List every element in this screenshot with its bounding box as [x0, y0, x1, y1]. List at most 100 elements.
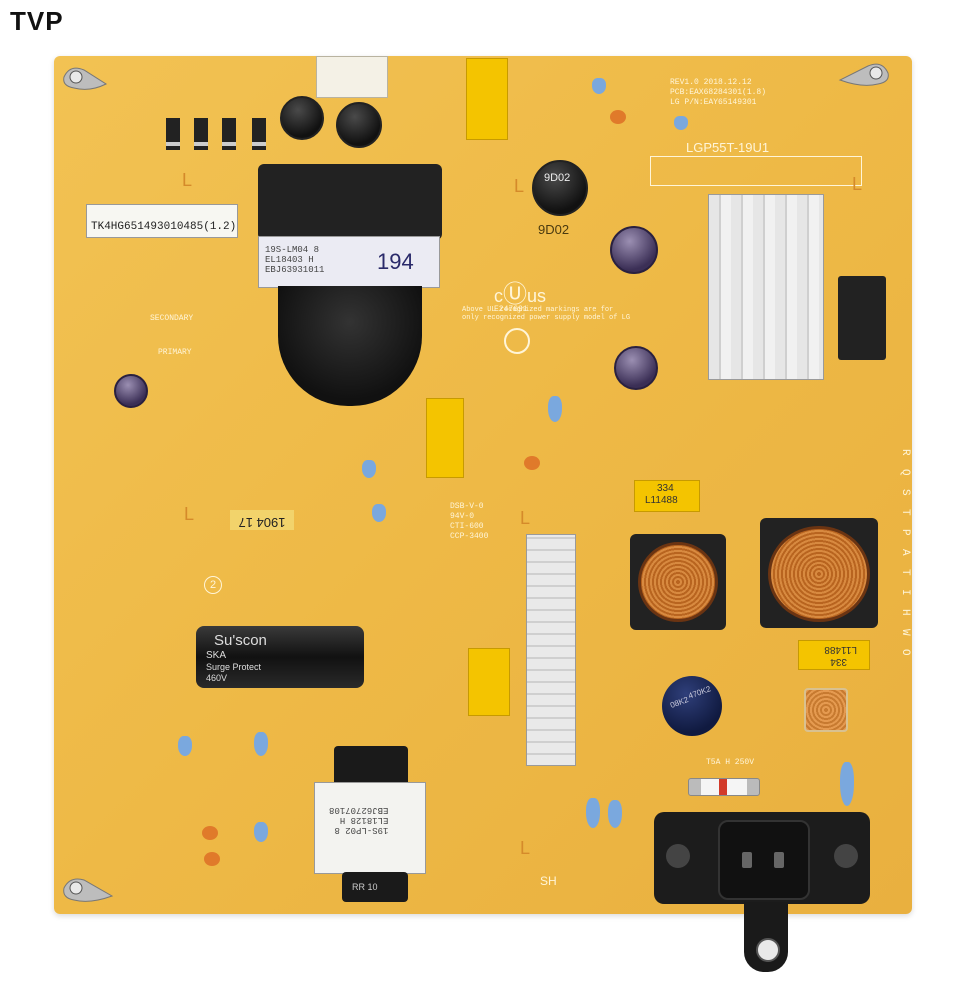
bulk-cap-series: SKA [206, 650, 227, 661]
ac-inlet-bracket [744, 902, 788, 972]
standby-transformer-label: 19S-LP02 8 EL18128 H EBJ62707108 [314, 782, 426, 874]
model-label: LGP55T-19U1 [686, 140, 770, 155]
blue-capacitor-5 [372, 504, 386, 522]
side-letter-3: S [899, 489, 911, 496]
ul-mark: cⓊus E247691 [494, 281, 547, 314]
inductor-9d02-text: 9D02 [544, 172, 571, 184]
ul-note: Above UL recognized markings are for onl… [462, 306, 630, 322]
rating-line-3: CTI-600 [450, 522, 484, 531]
side-letter-8: I [899, 589, 911, 596]
side-letter-7: T [899, 569, 911, 576]
blue-capacitor-1 [592, 78, 606, 94]
zone-primary-label: PRIMARY [158, 348, 192, 357]
blue-capacitor-7 [254, 732, 268, 756]
transformer-label: 19S-LM04 8 EL18403 H EBJ63931011 194 [258, 236, 440, 288]
heatsink-center [526, 534, 576, 766]
common-mode-choke-1 [630, 534, 726, 630]
mounting-hole-top-right [836, 58, 892, 88]
brand-watermark: TVP [10, 6, 64, 36]
rating-line-2: 94V-0 [450, 512, 475, 521]
l-mark-2: L [514, 176, 525, 196]
rating-line-4: CCP-3400 [450, 532, 489, 541]
common-mode-choke-2 [760, 518, 878, 628]
standby-transformer: 19S-LP02 8 EL18128 H EBJ62707108 RR 10 [314, 746, 428, 906]
x-capacitor-lower [468, 648, 510, 716]
diode-array-top-left [162, 104, 272, 164]
l-mark-6: L [520, 838, 531, 858]
x-cap-right-line-2: L11488 [645, 495, 678, 506]
mounting-hole-bottom-left [60, 872, 116, 904]
side-letter-column: R Q S T P A T I H W O [892, 448, 911, 668]
pcb-line: PCB:EAX68284301(1.8) [670, 88, 767, 97]
handwritten-code: 1904 17 [230, 510, 294, 530]
blue-capacitor-6 [178, 736, 192, 756]
l-mark-1: L [182, 170, 193, 190]
blue-capacitor-8 [586, 798, 600, 828]
standby-label-line-3: EBJ62707108 [329, 805, 389, 815]
side-letter-6: A [899, 549, 911, 556]
inductor-9d02 [532, 160, 588, 216]
side-letter-2: Q [899, 469, 911, 476]
side-letter-10: W [899, 629, 911, 636]
ul-note-line-1: Above UL recognized markings are for [462, 306, 614, 314]
fuse [688, 778, 760, 796]
rating-block: DSB-V-0 94V-0 CTI-600 CCP-3400 [450, 502, 488, 542]
bulk-cap-surge: Surge Protect [206, 662, 262, 672]
ul-note-line-2: only recognized power supply model of LG [462, 314, 631, 322]
revision-block: REV1.0 2018.12.12 PCB:EAX68284301(1.8) L… [670, 78, 766, 108]
bulk-cap-voltage: 460V [206, 673, 228, 683]
capacitor-purple-left [114, 374, 148, 408]
thermistor-line-1: 08K2 [669, 695, 690, 710]
blue-capacitor-4 [362, 460, 376, 478]
l-mark-5: L [520, 508, 531, 528]
x-capacitor-right: 334 L11488 [634, 480, 700, 512]
x-cap-right-lower-line-1: 334 [830, 656, 847, 667]
capacitor-purple-2 [614, 346, 658, 390]
x-cap-right-line-1: 334 [657, 483, 674, 494]
side-letter-4: T [899, 509, 911, 516]
l-mark-3: L [852, 174, 863, 194]
orange-capacitor-2 [524, 456, 540, 470]
x-cap-right-lower-line-2: L11488 [824, 644, 857, 655]
thermistor-line-2: 470K2 [687, 684, 712, 701]
transformer-label-line-3: EBJ63931011 [265, 265, 325, 275]
ul-file-number: E247691 [494, 305, 528, 314]
capacitor-top-2 [336, 102, 382, 148]
fuse-rating: T5A H 250V [706, 758, 755, 767]
capacitor-top-1 [280, 96, 324, 140]
bulk-cap-brand: Su'scon [214, 632, 267, 649]
sh-label: SH [540, 874, 557, 888]
standby-label-line-2: EL18128 H [339, 815, 389, 825]
side-letter-1: R [899, 449, 911, 456]
transformer-code: 194 [377, 249, 414, 274]
ac-inlet [654, 812, 870, 904]
l-mark-4: L [184, 504, 195, 524]
spec-table [650, 156, 862, 186]
inductor-small-right [804, 688, 848, 732]
rating-line-1: DSB-V-0 [450, 502, 484, 511]
orange-capacitor-4 [204, 852, 220, 866]
standby-label-line-1: 19S-LP02 8 [334, 825, 389, 835]
heatsink-top-right [708, 194, 824, 380]
revision-line: REV1.0 2018.12.12 [670, 78, 752, 87]
x-capacitor-right-lower: 334 L11488 [798, 640, 870, 670]
circle-number: 2 [204, 576, 222, 594]
orange-capacitor-3 [202, 826, 218, 840]
blue-capacitor-3 [548, 396, 562, 422]
part-number-line: LG P/N:EAY65149301 [670, 98, 757, 107]
top-connector [316, 56, 388, 98]
lg-logo [504, 328, 530, 354]
capacitor-purple-1 [610, 226, 658, 274]
inductor-9d02-label: 9D02 [538, 222, 570, 237]
x-capacitor-mid [426, 398, 464, 478]
blue-capacitor-2 [674, 116, 688, 130]
blue-capacitor-9 [608, 800, 622, 828]
bulk-capacitor: Su'scon SKA Surge Protect 460V [196, 626, 364, 688]
thermistor: 08K2 470K2 [662, 676, 722, 736]
blue-capacitor-10 [840, 762, 854, 806]
standby-transformer-bottom: RR 10 [352, 882, 378, 892]
pcb-board: REV1.0 2018.12.12 PCB:EAX68284301(1.8) L… [54, 56, 912, 972]
side-letter-5: P [899, 529, 911, 536]
serial-sticker: TK4HG651493010485(1.2) [86, 204, 238, 238]
main-transformer: 19S-LM04 8 EL18403 H EBJ63931011 194 [258, 164, 442, 424]
